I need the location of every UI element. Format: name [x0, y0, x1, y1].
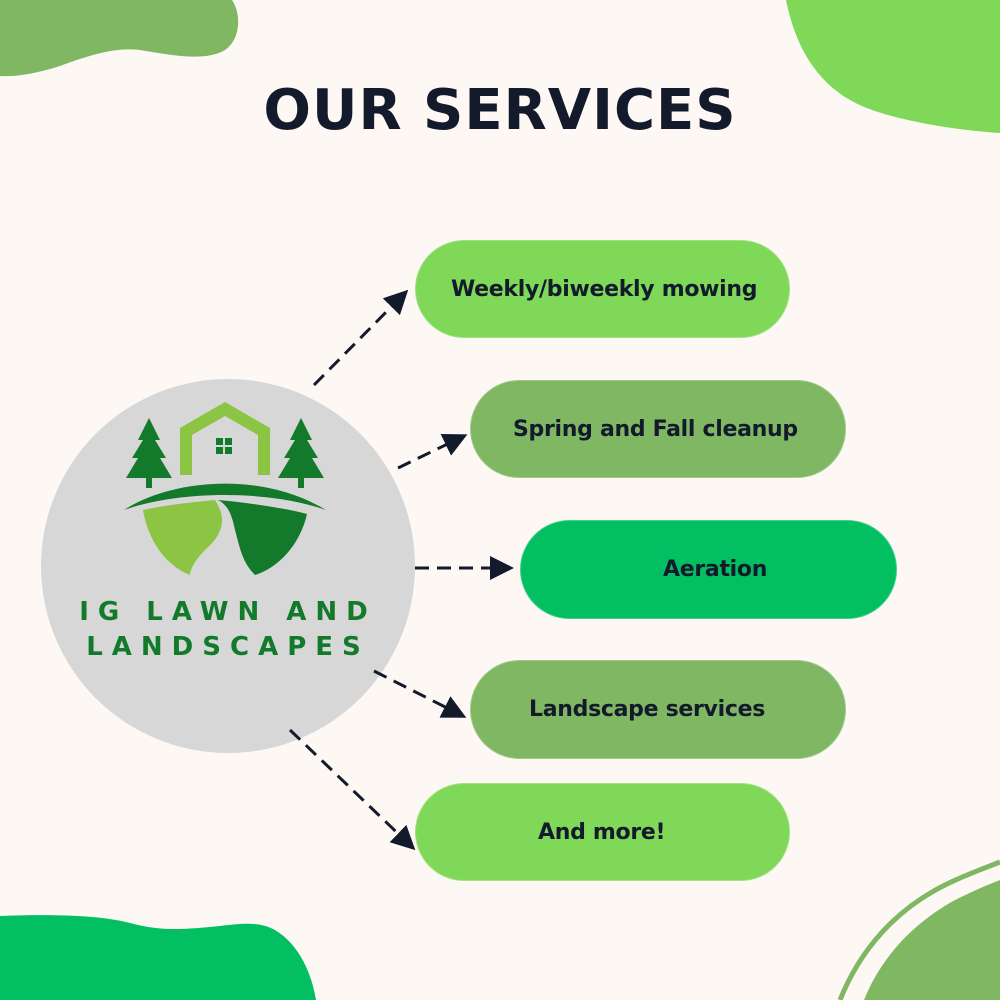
logo-text-line2: LANDSCAPES	[86, 632, 370, 662]
lawn-dark-icon	[218, 500, 307, 575]
service-pill-more: And more!	[415, 783, 790, 881]
logo-text-line1: IG LAWN AND	[79, 597, 377, 627]
service-pill-landscape: Landscape services	[470, 660, 846, 759]
tree-icon-left	[126, 418, 172, 488]
blob-bottom-right	[864, 880, 1000, 1000]
service-label: Spring and Fall cleanup	[513, 416, 798, 442]
service-label: Aeration	[663, 557, 768, 582]
page-title: OUR SERVICES	[263, 78, 737, 143]
blob-top-left	[0, 0, 239, 77]
lawn-light-icon	[143, 500, 223, 575]
hill-swoosh-icon	[124, 483, 326, 510]
arrow-to-landscape	[373, 669, 467, 718]
service-pill-aeration: Aeration	[520, 520, 897, 619]
arrow-to-cleanup	[397, 434, 468, 470]
arrow-to-more	[288, 728, 416, 851]
blob-top-right	[786, 0, 1000, 133]
service-label: Landscape services	[529, 697, 765, 722]
service-pill-mowing: Weekly/biweekly mowing	[415, 240, 790, 338]
blob-bottom-right-arc	[837, 859, 1000, 1000]
house-icon	[180, 402, 270, 475]
window-icon	[216, 438, 232, 454]
service-pill-cleanup: Spring and Fall cleanup	[470, 380, 846, 478]
service-label: Weekly/biweekly mowing	[451, 276, 758, 302]
service-label: And more!	[538, 819, 666, 845]
blob-bottom-left	[0, 915, 316, 1000]
tree-icon-right	[278, 418, 324, 488]
arrow-to-mowing	[312, 289, 409, 387]
